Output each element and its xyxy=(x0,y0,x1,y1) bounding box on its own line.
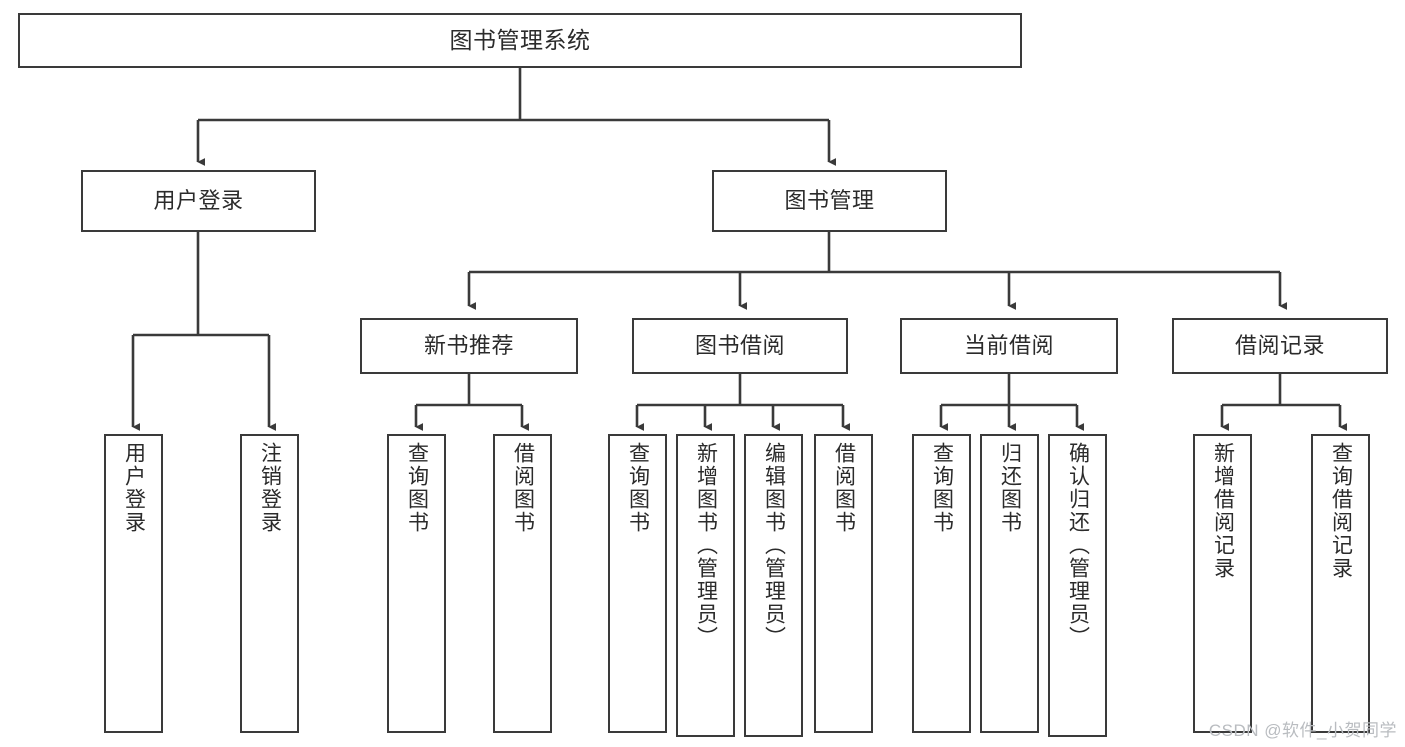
node-label: 借阅记录 xyxy=(1234,333,1325,359)
node-label: 查询图书 xyxy=(626,442,650,534)
node-label: 新书推荐 xyxy=(423,333,514,359)
node-leaf-add-book-admin[interactable]: 新增图书（管理员） xyxy=(676,434,735,737)
node-label: 查询借阅记录 xyxy=(1329,442,1353,580)
watermark-text: CSDN @软件_小贺同学 xyxy=(1208,721,1397,740)
node-leaf-confirm-return-admin[interactable]: 确认归还（管理员） xyxy=(1048,434,1107,737)
node-label: 用户登录 xyxy=(122,442,146,534)
node-leaf-query-borrow-record[interactable]: 查询借阅记录 xyxy=(1311,434,1370,733)
node-leaf-add-borrow-record[interactable]: 新增借阅记录 xyxy=(1193,434,1252,733)
node-label: 编辑图书（管理员） xyxy=(762,442,786,649)
node-leaf-return-book[interactable]: 归还图书 xyxy=(980,434,1039,733)
node-leaf-user-login[interactable]: 用户登录 xyxy=(104,434,163,733)
node-label: 新增借阅记录 xyxy=(1211,442,1235,580)
node-new-book-recommend[interactable]: 新书推荐 xyxy=(360,318,578,374)
node-label: 归还图书 xyxy=(998,442,1022,534)
node-label: 借阅图书 xyxy=(832,442,856,534)
node-leaf-borrow-book[interactable]: 借阅图书 xyxy=(814,434,873,733)
node-label: 图书管理 xyxy=(784,188,875,214)
node-borrow-record[interactable]: 借阅记录 xyxy=(1172,318,1388,374)
node-leaf-logout[interactable]: 注销登录 xyxy=(240,434,299,733)
node-book-management[interactable]: 图书管理 xyxy=(712,170,947,232)
node-label: 新增图书（管理员） xyxy=(694,442,718,649)
node-leaf-query-book-borrow[interactable]: 查询图书 xyxy=(608,434,667,733)
node-leaf-query-book-current[interactable]: 查询图书 xyxy=(912,434,971,733)
node-leaf-edit-book-admin[interactable]: 编辑图书（管理员） xyxy=(744,434,803,737)
node-label: 图书管理系统 xyxy=(449,26,591,53)
node-label: 借阅图书 xyxy=(511,442,535,534)
node-label: 查询图书 xyxy=(930,442,954,534)
node-current-borrow[interactable]: 当前借阅 xyxy=(900,318,1118,374)
node-label: 图书借阅 xyxy=(694,333,785,359)
node-leaf-borrow-book-newbook[interactable]: 借阅图书 xyxy=(493,434,552,733)
node-user-login[interactable]: 用户登录 xyxy=(81,170,316,232)
node-book-borrow[interactable]: 图书借阅 xyxy=(632,318,848,374)
node-label: 注销登录 xyxy=(258,442,282,534)
node-leaf-query-book-newbook[interactable]: 查询图书 xyxy=(387,434,446,733)
node-label: 查询图书 xyxy=(405,442,429,534)
node-label: 用户登录 xyxy=(153,188,244,214)
node-root-system[interactable]: 图书管理系统 xyxy=(18,13,1022,68)
node-label: 确认归还（管理员） xyxy=(1066,442,1090,649)
node-label: 当前借阅 xyxy=(963,333,1054,359)
